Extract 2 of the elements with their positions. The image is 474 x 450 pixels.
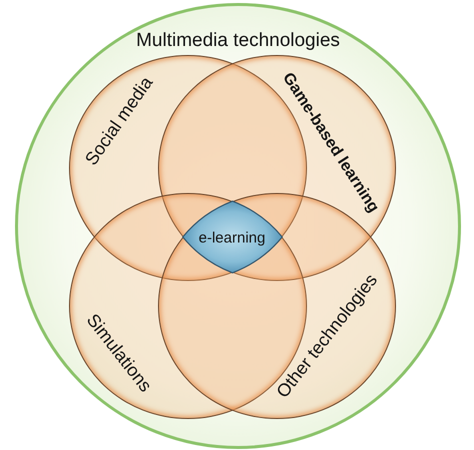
lens-label: e-learning xyxy=(198,229,266,247)
circle-label: Multimedia technologies xyxy=(136,30,340,52)
